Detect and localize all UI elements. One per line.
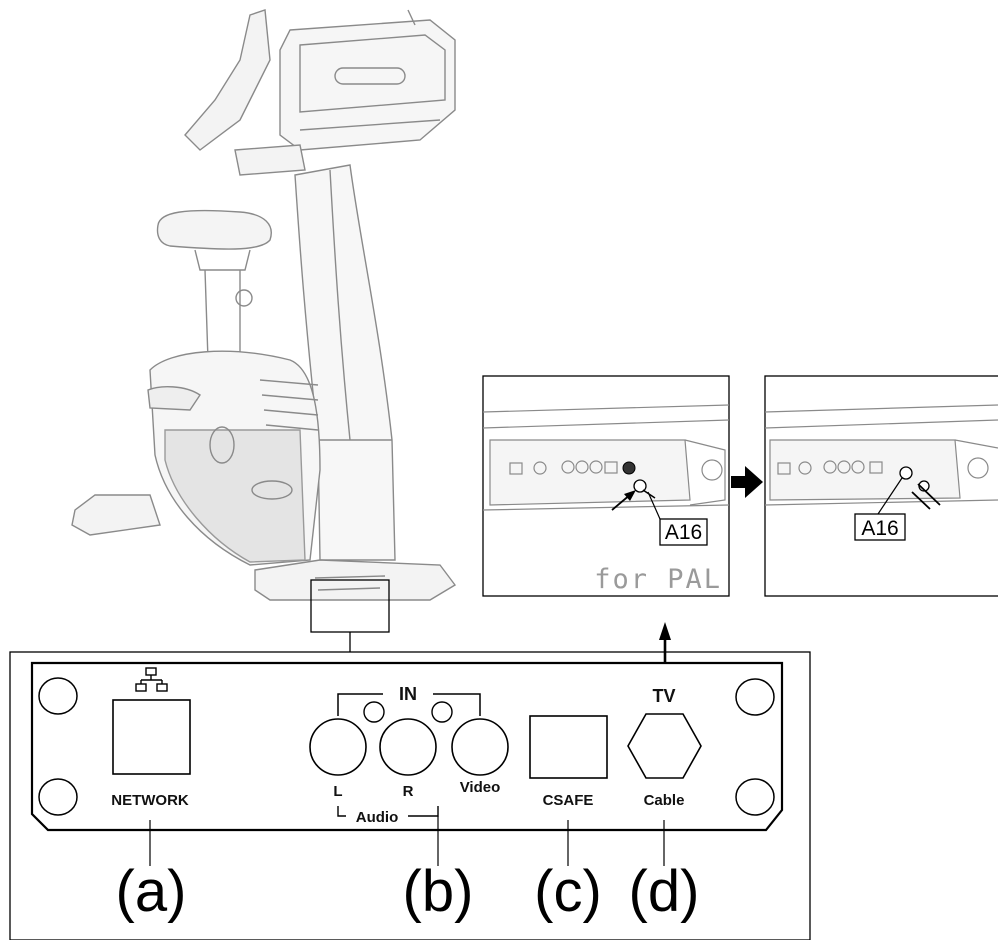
network-label: NETWORK: [111, 792, 189, 809]
csafe-port: [529, 715, 608, 779]
callout-a16-right: A16: [861, 517, 898, 540]
video-jack: [451, 718, 509, 776]
tv-label: TV: [652, 686, 675, 706]
panel-detail-frame: [9, 651, 811, 940]
mount-hole-bl: [38, 778, 78, 816]
audio-l-label: L: [333, 783, 342, 800]
callout-c: (c): [534, 859, 602, 924]
indicator-right: [431, 701, 453, 723]
mount-hole-tr: [735, 678, 775, 716]
tv-coax-port: [627, 713, 702, 779]
cable-label: Cable: [644, 792, 685, 809]
io-panel: [30, 661, 784, 832]
insert-arrowhead: [624, 490, 636, 501]
indicator-left: [363, 701, 385, 723]
inset-left: A16 for PAL: [482, 375, 730, 597]
exercise-bike-illustration: [71, 9, 457, 601]
in-label: IN: [399, 684, 417, 704]
audio-r-jack: [379, 718, 437, 776]
video-label: Video: [460, 779, 501, 796]
callout-b: (b): [403, 859, 474, 924]
callout-a16-left: A16: [665, 521, 702, 544]
callout-d: (d): [629, 859, 700, 924]
transition-arrow: [731, 466, 763, 498]
callout-box-left: [659, 518, 708, 546]
csafe-label: CSAFE: [543, 792, 594, 809]
network-icon: [135, 667, 168, 692]
network-port: [112, 699, 191, 775]
mount-hole-tl: [38, 677, 78, 715]
audio-r-label: R: [403, 783, 414, 800]
mount-hole-br: [735, 778, 775, 816]
pal-caption: for PAL: [594, 564, 722, 595]
audio-l-jack: [309, 718, 367, 776]
tv-up-arrowhead: [659, 622, 671, 640]
inset-right: A16: [764, 375, 998, 597]
audio-label: Audio: [356, 809, 399, 826]
callout-a: (a): [116, 859, 187, 924]
callout-box-right: [854, 513, 906, 541]
